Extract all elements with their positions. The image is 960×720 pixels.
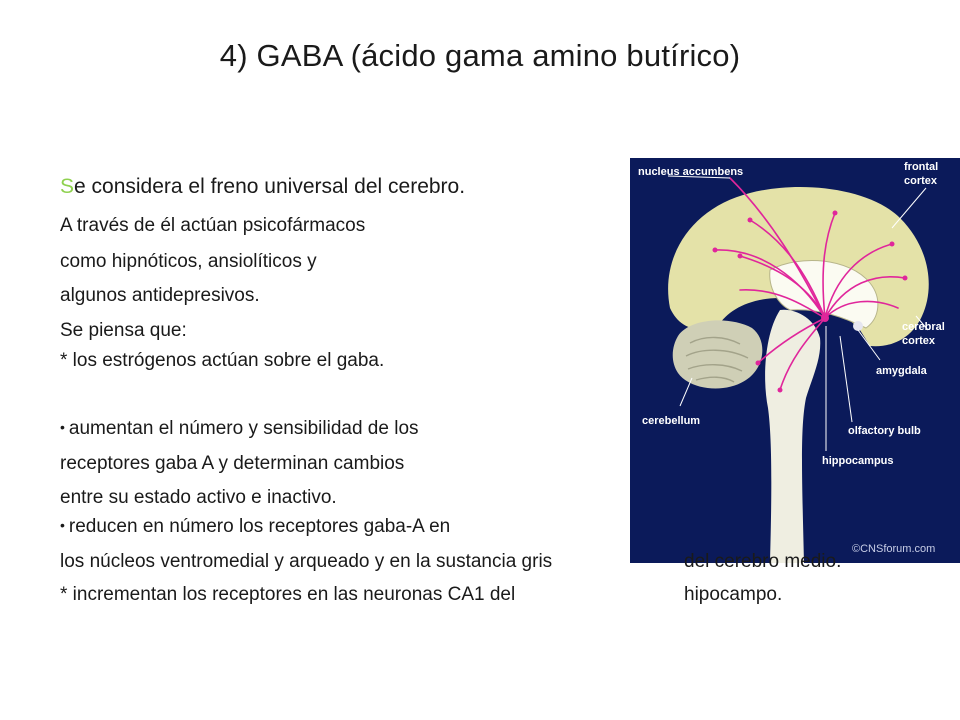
figure-credit: ©CNSforum.com xyxy=(852,543,935,555)
bullet-dot: • xyxy=(60,517,65,533)
last-line: * incrementan los receptores en las neur… xyxy=(60,584,516,605)
intro-rest: e considera el freno universal del cereb… xyxy=(74,175,466,198)
bullet-2-cont: los núcleos ventromedial y arqueado y en… xyxy=(60,551,553,572)
last-tail: hipocampo. xyxy=(684,584,783,605)
bullet-2-text: reducen en número los receptores gaba-A … xyxy=(68,516,451,537)
body-line-1: A través de él actúan psicofármacos xyxy=(60,215,366,236)
bullet-2-tail: del cerebro medio. xyxy=(684,551,842,572)
bullet-2: •reducen en número los receptores gaba-A… xyxy=(60,516,450,538)
bullet-dot: • xyxy=(60,419,65,435)
label-nucleus-accumbens: nucleus accumbens xyxy=(638,166,743,178)
dopamine-pathways xyxy=(714,177,906,391)
label-frontal-1: frontal xyxy=(904,161,938,173)
body-line-5: * los estrógenos actúan sobre el gaba. xyxy=(60,350,385,371)
label-frontal-2: cortex xyxy=(904,175,938,187)
label-cerebral-2: cortex xyxy=(902,335,936,347)
label-amygdala: amygdala xyxy=(876,365,928,377)
bullet-1-cont-2: entre su estado activo e inactivo. xyxy=(60,487,337,508)
label-cerebellum: cerebellum xyxy=(642,415,700,427)
brain-diagram-svg: nucleus accumbens frontal cortex cerebra… xyxy=(630,158,960,563)
label-cerebral-1: cerebral xyxy=(902,321,945,333)
amygdala-marker xyxy=(853,321,863,331)
brain-diagram: nucleus accumbens frontal cortex cerebra… xyxy=(630,158,960,563)
label-olfactory-bulb: olfactory bulb xyxy=(848,425,921,437)
cerebellum-folds xyxy=(685,336,749,383)
body-line-4: Se piensa que: xyxy=(60,320,187,341)
brainstem-shape xyxy=(765,309,821,563)
intro-line: Se considera el freno universal del cere… xyxy=(60,175,465,199)
label-leaders xyxy=(667,175,929,451)
slide-title: 4) GABA (ácido gama amino butírico) xyxy=(219,38,741,73)
bullet-1-cont-1: receptores gaba A y determinan cambios xyxy=(60,453,405,474)
label-hippocampus: hippocampus xyxy=(822,455,894,467)
bullet-1: •aumentan el número y sensibilidad de lo… xyxy=(60,418,419,440)
bullet-1-text: aumentan el número y sensibilidad de los xyxy=(68,418,419,439)
intro-first-letter: S xyxy=(60,175,75,198)
body-line-2: como hipnóticos, ansiolíticos y xyxy=(60,251,317,272)
body-line-3: algunos antidepresivos. xyxy=(60,285,260,306)
pathway-nodes xyxy=(712,210,908,393)
cerebellum-shape xyxy=(672,320,763,389)
